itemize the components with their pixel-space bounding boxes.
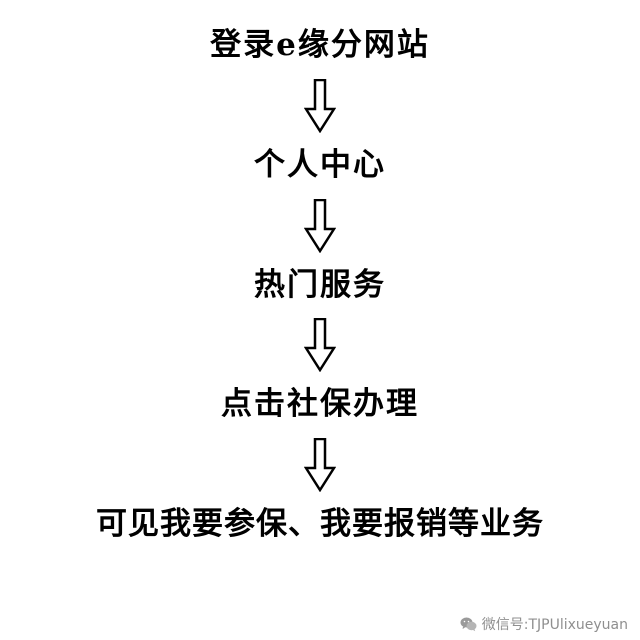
wechat-footer: 微信号:TJPUlixueyuan: [460, 617, 628, 632]
down-arrow-icon: [304, 318, 336, 373]
flow-step-social-insurance: 点击社保办理: [221, 386, 419, 423]
flow-step-login: 登录e缘分网站: [210, 27, 430, 63]
flow-step-personal-center: 个人中心: [254, 146, 386, 183]
flow-step-hot-services: 热门服务: [254, 266, 386, 303]
wechat-icon: [460, 617, 477, 632]
down-arrow-icon: [304, 438, 336, 492]
down-arrow-icon: [304, 198, 336, 253]
flow-step-available-services: 可见我要参保、我要报销等业务: [96, 506, 544, 542]
wechat-id-label: 微信号:TJPUlixueyuan: [481, 616, 628, 633]
down-arrow-icon: [304, 78, 336, 133]
flowchart: 登录e缘分网站 个人中心 热门服务 点击社保办理 可见我要参保、我要报销等业务: [96, 27, 544, 542]
